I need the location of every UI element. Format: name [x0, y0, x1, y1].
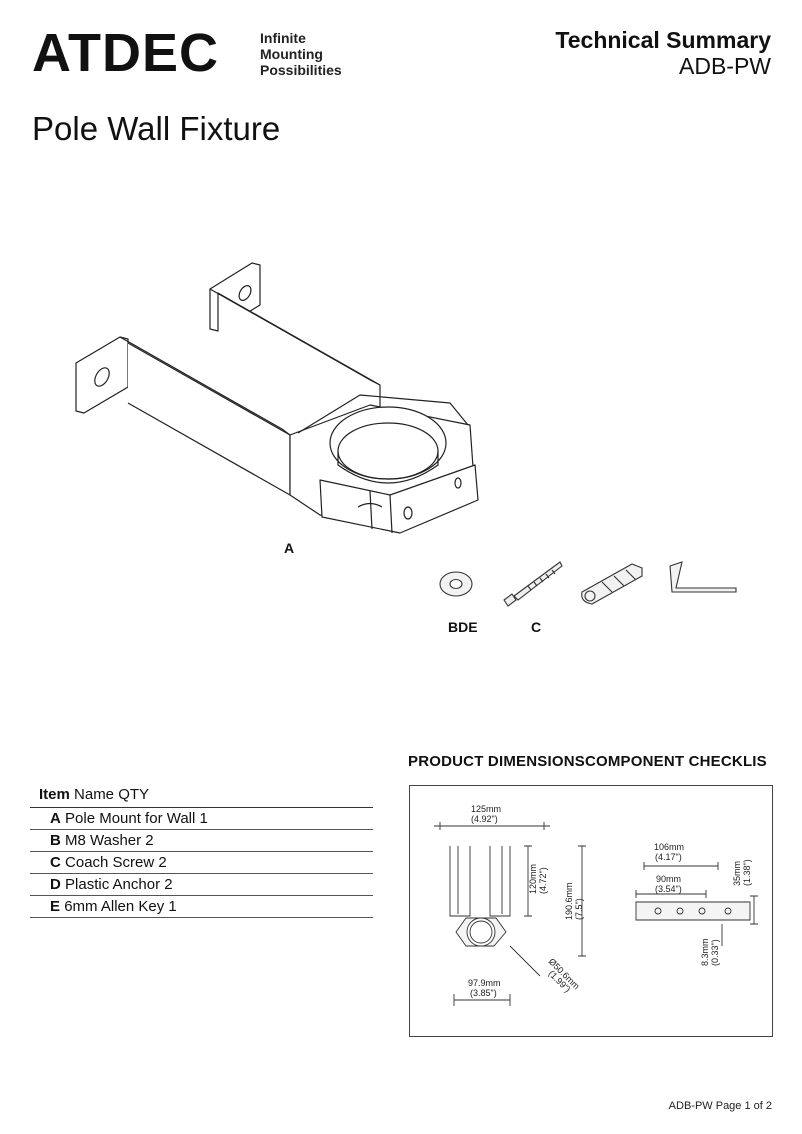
section-heading: PRODUCT DIMENSIONSCOMPONENT CHECKLIS — [408, 753, 767, 770]
dimensions-drawing-box: 125mm (4.92") 120mm (4.72") 190.6mm (7.5… — [409, 785, 773, 1037]
washer-icon — [439, 571, 473, 597]
hardware-illustration — [439, 561, 737, 607]
row-text: M8 Washer 2 — [65, 832, 154, 849]
table-header: Item Name QTY — [30, 786, 373, 808]
pole-mount-illustration — [75, 262, 479, 534]
coach-screw-icon — [503, 561, 563, 607]
plastic-anchor-icon — [581, 563, 643, 605]
dim-90-in: (3.54") — [655, 884, 682, 894]
dim-8: 8.3mm — [700, 938, 710, 966]
dim-35-in: (1.38") — [742, 859, 752, 886]
dim-97: 97.9mm — [468, 978, 501, 988]
allen-key-icon — [669, 561, 737, 593]
table-row: D Plastic Anchor 2 — [30, 874, 373, 896]
summary-block: Technical Summary ADB-PW — [555, 27, 771, 79]
table-row: B M8 Washer 2 — [30, 830, 373, 852]
row-letter: A — [50, 810, 61, 827]
row-letter: C — [50, 854, 61, 871]
dimensions-drawing: 125mm (4.92") 120mm (4.72") 190.6mm (7.5… — [434, 804, 758, 1006]
dim-8-in: (0.33") — [710, 939, 720, 966]
dim-35: 35mm — [732, 861, 742, 886]
component-label-c: C — [531, 619, 542, 635]
row-letter: B — [50, 832, 61, 849]
row-text: Pole Mount for Wall 1 — [65, 810, 208, 827]
dim-125: 125mm — [471, 804, 501, 814]
brand-tagline: Infinite Mounting Possibilities — [260, 30, 342, 78]
page-title: Pole Wall Fixture — [32, 110, 281, 147]
dim-106-in: (4.17") — [655, 852, 682, 862]
table-row: A Pole Mount for Wall 1 — [30, 808, 373, 830]
row-text: Plastic Anchor 2 — [65, 876, 173, 893]
dim-190: 190.6mm — [564, 882, 574, 920]
row-letter: E — [50, 898, 61, 915]
summary-title: Technical Summary — [555, 27, 771, 53]
component-label-bde: BDE — [448, 619, 478, 635]
dim-90: 90mm — [656, 874, 681, 884]
tagline-line-3: Possibilities — [260, 62, 342, 78]
table-row: E 6mm Allen Key 1 — [30, 896, 373, 918]
header-rest: Name QTY — [74, 786, 150, 803]
page-footer: ADB-PW Page 1 of 2 — [668, 1100, 772, 1112]
dim-97-in: (3.85") — [470, 988, 497, 998]
dim-120-in: (4.72") — [538, 867, 548, 894]
row-letter: D — [50, 876, 61, 893]
tagline-line-2: Mounting — [260, 46, 323, 62]
table-row: C Coach Screw 2 — [30, 852, 373, 874]
component-checklist-table: Item Name QTY A Pole Mount for Wall 1 B … — [30, 786, 373, 918]
header-item: Item — [39, 786, 70, 803]
dim-125-in: (4.92") — [471, 814, 498, 824]
dim-106: 106mm — [654, 842, 684, 852]
dim-190-in: (7.5") — [574, 898, 584, 920]
row-text: 6mm Allen Key 1 — [64, 898, 177, 915]
row-text: Coach Screw 2 — [65, 854, 167, 871]
dim-120: 120mm — [528, 864, 538, 894]
tagline-line-1: Infinite — [260, 30, 306, 46]
component-label-a: A — [284, 540, 295, 556]
model-number: ADB-PW — [679, 53, 771, 79]
brand-logo: ATDEC — [32, 23, 219, 83]
